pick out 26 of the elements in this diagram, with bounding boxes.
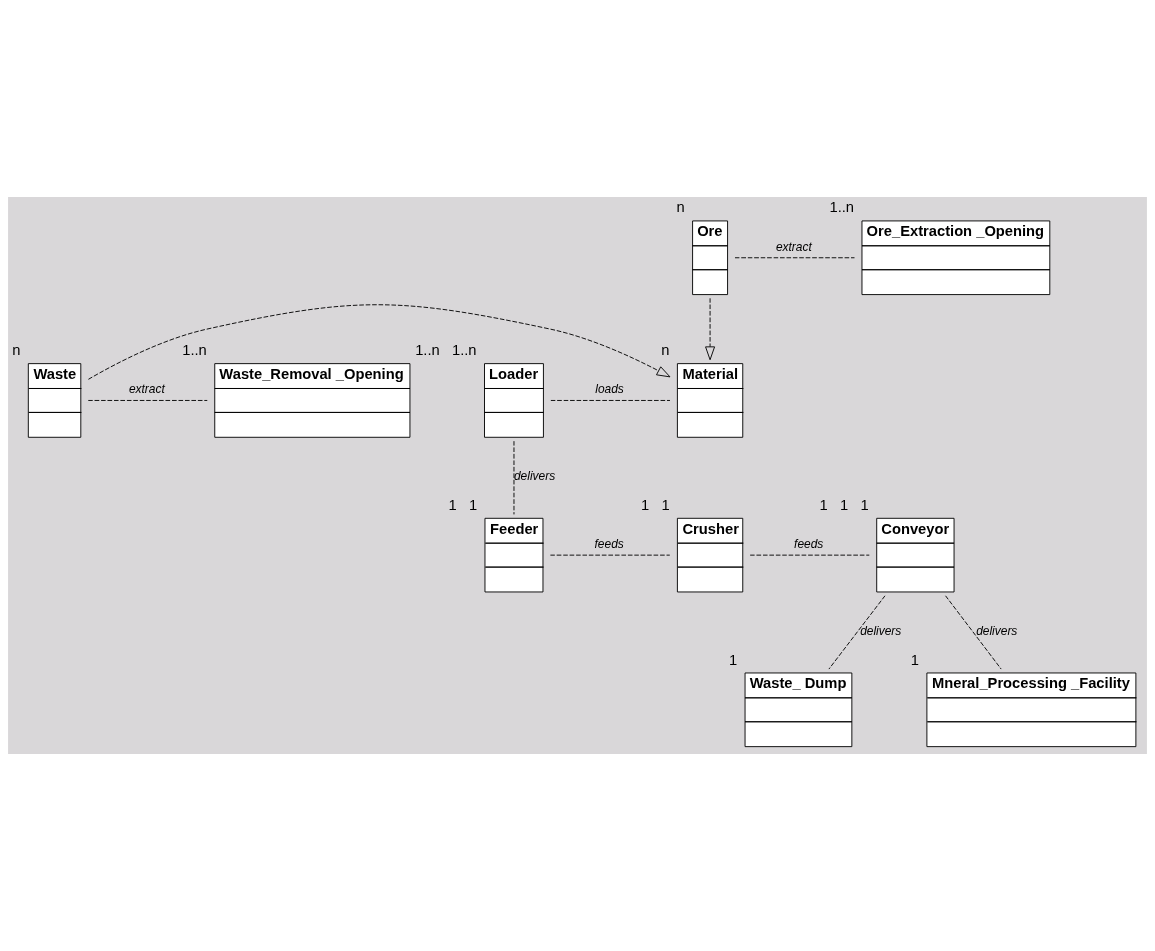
node-label: 1..n 1..n — [415, 342, 477, 359]
connector — [828, 595, 886, 670]
node-label: 1..n — [829, 199, 855, 216]
edge-label: feeds — [794, 537, 824, 552]
node-label: n — [12, 342, 21, 359]
connector — [550, 400, 671, 401]
node-label: 1 — [910, 651, 920, 668]
node-label: 1 1 — [640, 496, 670, 513]
edge-label: delivers — [860, 623, 902, 638]
edge-label: extract — [128, 382, 165, 397]
node-label: n — [661, 342, 670, 359]
edge-label: loads — [595, 382, 624, 397]
edge-label: feeds — [594, 537, 624, 552]
connector — [945, 595, 1002, 670]
connector — [87, 400, 208, 401]
node-label: 1 — [729, 651, 738, 668]
arrow — [705, 297, 716, 361]
edge-label: delivers — [976, 623, 1018, 638]
arrow — [87, 304, 671, 380]
node-label: 1 1 1 — [819, 496, 869, 513]
node-label: 1 1 — [448, 496, 478, 513]
edge-label: delivers — [513, 469, 556, 484]
node-label: n — [676, 199, 685, 216]
edge-label: extract — [775, 239, 812, 254]
connector — [734, 257, 855, 259]
node-label: 1..n — [182, 342, 207, 359]
